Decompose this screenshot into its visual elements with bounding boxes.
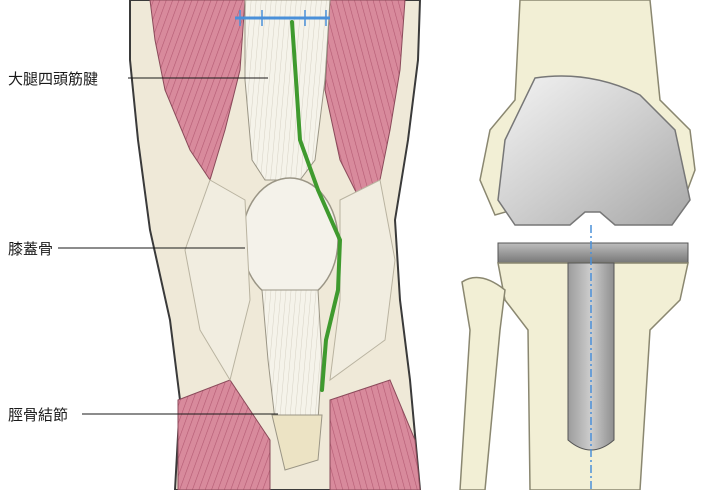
fibula-bone bbox=[460, 278, 505, 490]
svg-text:膝蓋骨: 膝蓋骨 bbox=[8, 240, 53, 258]
tibial-tray bbox=[498, 243, 688, 263]
svg-text:大腿四頭筋腱: 大腿四頭筋腱 bbox=[8, 70, 98, 88]
femoral-component bbox=[498, 76, 690, 225]
anterior-knee-illustration bbox=[130, 0, 420, 490]
svg-text:脛骨結節: 脛骨結節 bbox=[8, 406, 68, 424]
patella bbox=[242, 178, 338, 302]
knee-prosthesis-illustration bbox=[460, 0, 695, 490]
